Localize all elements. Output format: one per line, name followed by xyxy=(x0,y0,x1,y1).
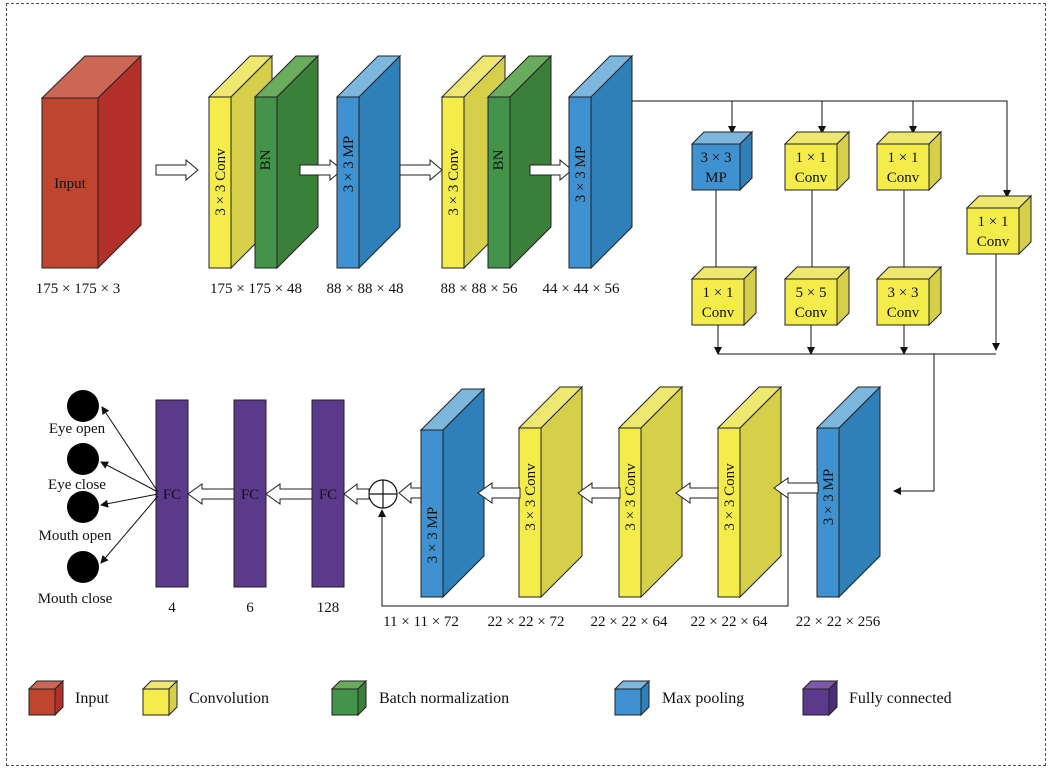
flow-arrow xyxy=(343,482,370,506)
cube-label-line1: 1 × 1 xyxy=(703,285,734,301)
bn2-label: BN xyxy=(491,149,507,170)
dim-label: 22 × 22 × 72 xyxy=(488,614,565,630)
legend-item-input: Input xyxy=(27,679,109,717)
flow-arrow xyxy=(398,481,422,505)
mp4-label: 3 × 3 MP xyxy=(821,469,837,525)
fc-label: FC xyxy=(241,487,259,503)
output-label: Eye close xyxy=(48,477,106,493)
output-node-eye-close xyxy=(67,443,99,475)
flow-arrow xyxy=(155,158,199,182)
fc-label: FC xyxy=(163,487,181,503)
cube-label-line1: 3 × 3 xyxy=(888,285,919,301)
dim-label: 88 × 88 × 48 xyxy=(327,281,404,297)
flow-arrow xyxy=(675,482,719,504)
legend-item-convolution: Convolution xyxy=(141,679,269,717)
flow-arrow xyxy=(187,483,235,505)
inception-conv-1x1-a: 1 × 1 Conv xyxy=(783,130,851,192)
inception-conv-1x1-b: 1 × 1 Conv xyxy=(875,130,943,192)
conv4-label: 3 × 3 Conv xyxy=(623,463,639,531)
output-label: Mouth open xyxy=(39,528,112,544)
cube-label-line1: 1 × 1 xyxy=(796,150,827,166)
output-label: Eye open xyxy=(49,421,106,437)
cube-label-line1: 1 × 1 xyxy=(978,214,1009,230)
dim-label: 22 × 22 × 256 xyxy=(796,614,881,630)
cube-label-line2: Conv xyxy=(702,305,735,321)
input-block: Input xyxy=(40,54,143,270)
mp4-layer: 3 × 3 MP xyxy=(815,385,882,599)
flow-arrow xyxy=(529,158,573,182)
conv3-label: 3 × 3 Conv xyxy=(523,463,539,531)
legend-item-max-pooling: Max pooling xyxy=(613,679,744,717)
legend: Input Convolution Batch normalization Ma… xyxy=(27,679,952,717)
inception-mp-3x3: 3 × 3 MP xyxy=(690,130,754,192)
output-node-eye-open xyxy=(67,390,99,422)
output-label: Mouth close xyxy=(38,591,113,607)
dim-label: 44 × 44 × 56 xyxy=(543,281,620,297)
cube-label-line2: Conv xyxy=(795,170,828,186)
legend-label: Input xyxy=(75,690,109,707)
inception-conv-5x5: 5 × 5 Conv xyxy=(783,265,851,327)
fc-6-layer: FC xyxy=(233,399,267,588)
bn2-layer: BN xyxy=(486,54,553,270)
fc-size: 4 xyxy=(168,600,176,616)
conv5-layer: 3 × 3 Conv xyxy=(716,385,783,599)
fc-size: 6 xyxy=(246,600,254,616)
legend-item-fully-connected: Fully connected xyxy=(801,679,952,717)
dim-label: 88 × 88 × 56 xyxy=(441,281,518,297)
flow-arrow xyxy=(299,158,343,182)
mp1-layer: 3 × 3 MP xyxy=(335,54,402,270)
dim-label: 11 × 11 × 72 xyxy=(383,614,459,630)
dim-label: 175 × 175 × 48 xyxy=(210,281,302,297)
cube-label-line2: MP xyxy=(705,170,727,186)
cube-label-line1: 1 × 1 xyxy=(888,150,919,166)
bn1-label: BN xyxy=(258,149,274,170)
cube-label-line2: Conv xyxy=(977,234,1010,250)
flow-arrow xyxy=(477,482,521,504)
bn1-layer: BN xyxy=(253,54,320,270)
inception-conv-1x1-c: 1 × 1 Conv xyxy=(965,194,1033,256)
mp2-label: 3 × 3 MP xyxy=(573,146,589,202)
dim-label: 22 × 22 × 64 xyxy=(691,614,768,630)
output-connectors xyxy=(100,406,159,564)
fc-128-layer: FC xyxy=(311,399,345,588)
diagram-frame xyxy=(6,3,1046,766)
fc-size: 128 xyxy=(317,600,340,616)
conv5-label: 3 × 3 Conv xyxy=(722,463,738,531)
legend-label: Max pooling xyxy=(662,690,744,707)
legend-label: Convolution xyxy=(189,690,269,707)
flow-arrow xyxy=(399,158,443,182)
mp3-label: 3 × 3 MP xyxy=(425,507,441,563)
cube-label-line2: Conv xyxy=(887,170,920,186)
skip-connection xyxy=(378,498,789,607)
flow-arrow xyxy=(577,482,621,504)
legend-label: Batch normalization xyxy=(379,690,509,707)
add-node xyxy=(368,479,398,509)
dim-label: 175 × 175 × 3 xyxy=(36,281,120,297)
cube-label-line2: Conv xyxy=(887,305,920,321)
cube-label-line1: 3 × 3 xyxy=(701,150,732,166)
mp2-layer: 3 × 3 MP xyxy=(567,54,634,270)
conv3-layer: 3 × 3 Conv xyxy=(517,385,584,599)
legend-item-batch-normalization: Batch normalization xyxy=(330,679,509,717)
conv4-layer: 3 × 3 Conv xyxy=(617,385,684,599)
output-node-mouth-close xyxy=(67,551,99,583)
conv1-label: 3 × 3 Conv xyxy=(213,148,229,216)
cube-label-line2: Conv xyxy=(795,305,828,321)
inception-conv-1x1-d: 1 × 1 Conv xyxy=(690,265,758,327)
conv2-label: 3 × 3 Conv xyxy=(446,148,462,216)
input-label: Input xyxy=(54,176,86,192)
flow-arrow xyxy=(265,483,313,505)
flow-arrow xyxy=(773,477,819,499)
legend-label: Fully connected xyxy=(849,690,952,707)
fc-4-layer: FC xyxy=(155,399,189,588)
cube-label-line1: 5 × 5 xyxy=(796,285,827,301)
inception-conv-3x3: 3 × 3 Conv xyxy=(875,265,943,327)
output-node-mouth-open xyxy=(67,491,99,523)
mp1-label: 3 × 3 MP xyxy=(341,136,357,192)
dim-label: 22 × 22 × 64 xyxy=(591,614,668,630)
inception-connectors xyxy=(632,100,1011,495)
mp3-layer: 3 × 3 MP xyxy=(419,387,486,599)
fc-label: FC xyxy=(319,487,337,503)
